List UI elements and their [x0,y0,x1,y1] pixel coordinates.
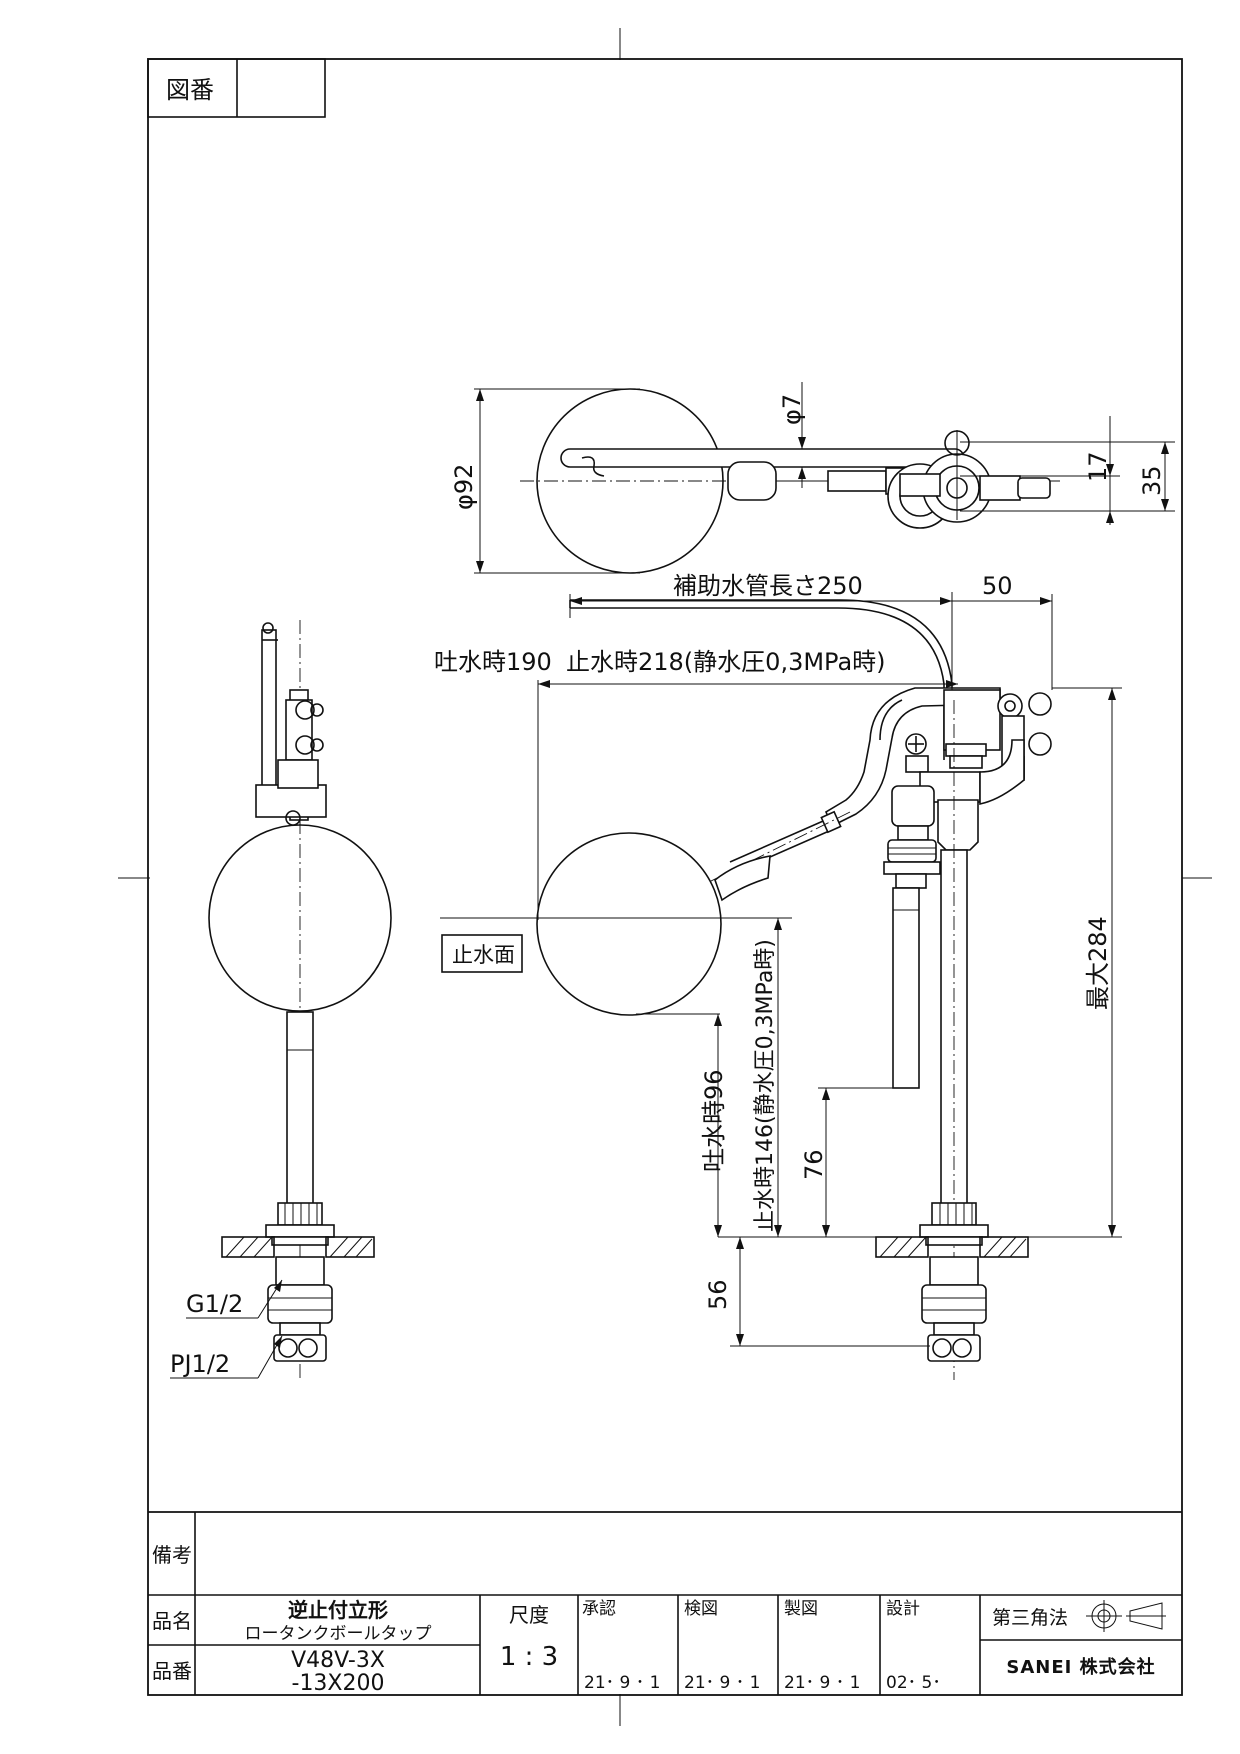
product-number-line1: V48V-3X [291,1648,385,1673]
dim-discharge-190: 吐水時190 [434,648,552,676]
product-name-line2: ロータンクボールタップ [245,1624,432,1644]
checked-label: 検図 [684,1599,718,1619]
drawn-label: 製図 [784,1599,818,1619]
front-view [536,599,1052,1380]
dim-height-76: 76 [800,1149,828,1180]
checked-date: 21･ 9 ･ 1 [684,1673,760,1693]
product-number-line2: -13X200 [292,1671,385,1696]
designed-label: 設計 [886,1599,920,1619]
product-number-label: 品番 [152,1659,192,1683]
product-name-line1: 逆止付立形 [288,1598,388,1622]
label-thread-pj: PJ1/2 [170,1350,230,1378]
label-stop-water-surface: 止水面 [452,943,515,967]
title-block: 備考 品名 逆止付立形 ロータンクボールタップ 品番 V48V-3X -13X2… [148,1511,1182,1696]
dim-max-284: 最大284 [1084,916,1112,1010]
thread-callouts: G1/2 PJ1/2 [170,1279,283,1379]
scale-value: 1 : 3 [500,1642,558,1672]
dim-stop-146: 止水時146(静水圧0,3MPa時) [753,939,778,1232]
product-name-label: 品名 [152,1609,192,1633]
drawing-number-box: 図番 [147,58,326,118]
dim-ball-diameter: φ92 [450,464,478,510]
float-ball-front [536,832,722,1016]
dim-height-35: 35 [1138,465,1166,496]
drawn-date: 21･ 9 ･ 1 [784,1673,860,1693]
label-thread-g: G1/2 [186,1290,243,1318]
dim-rod-diameter: φ7 [778,394,806,425]
designed-date: 02･ 5･ [886,1673,941,1693]
projection-label: 第三角法 [992,1607,1068,1629]
aux-pipe [570,599,953,760]
dim-stop-218: 止水時218(静水圧0,3MPa時) [566,648,886,676]
third-angle-projection-icon [1086,1600,1166,1632]
company-name: SANEI 株式会社 [1006,1656,1155,1678]
scale-label: 尺度 [509,1603,549,1627]
dim-aux-pipe-length: 補助水管長さ250 [673,572,863,600]
dim-discharge-96: 吐水時96 [700,1069,728,1172]
valve-head [943,689,1001,751]
approved-label: 承認 [582,1599,616,1619]
approved-date: 21･ 9 ･ 1 [584,1673,660,1693]
drawing-frame [147,58,1183,1696]
dim-offset-50: 50 [982,572,1013,600]
dim-height-56: 56 [704,1279,732,1310]
side-view [208,620,392,1380]
centering-marks [118,28,1212,1726]
remarks-label: 備考 [152,1543,192,1567]
front-view-dimensions: 補助水管長さ250 50 吐水時190 止水時218(静水圧0,3MPa時) 止… [434,572,1122,1347]
dim-height-17: 17 [1084,451,1112,482]
top-view [520,388,1060,574]
top-view-dimensions: φ92 φ7 17 35 [450,382,1175,574]
drawing-number-label: 図番 [166,76,214,104]
